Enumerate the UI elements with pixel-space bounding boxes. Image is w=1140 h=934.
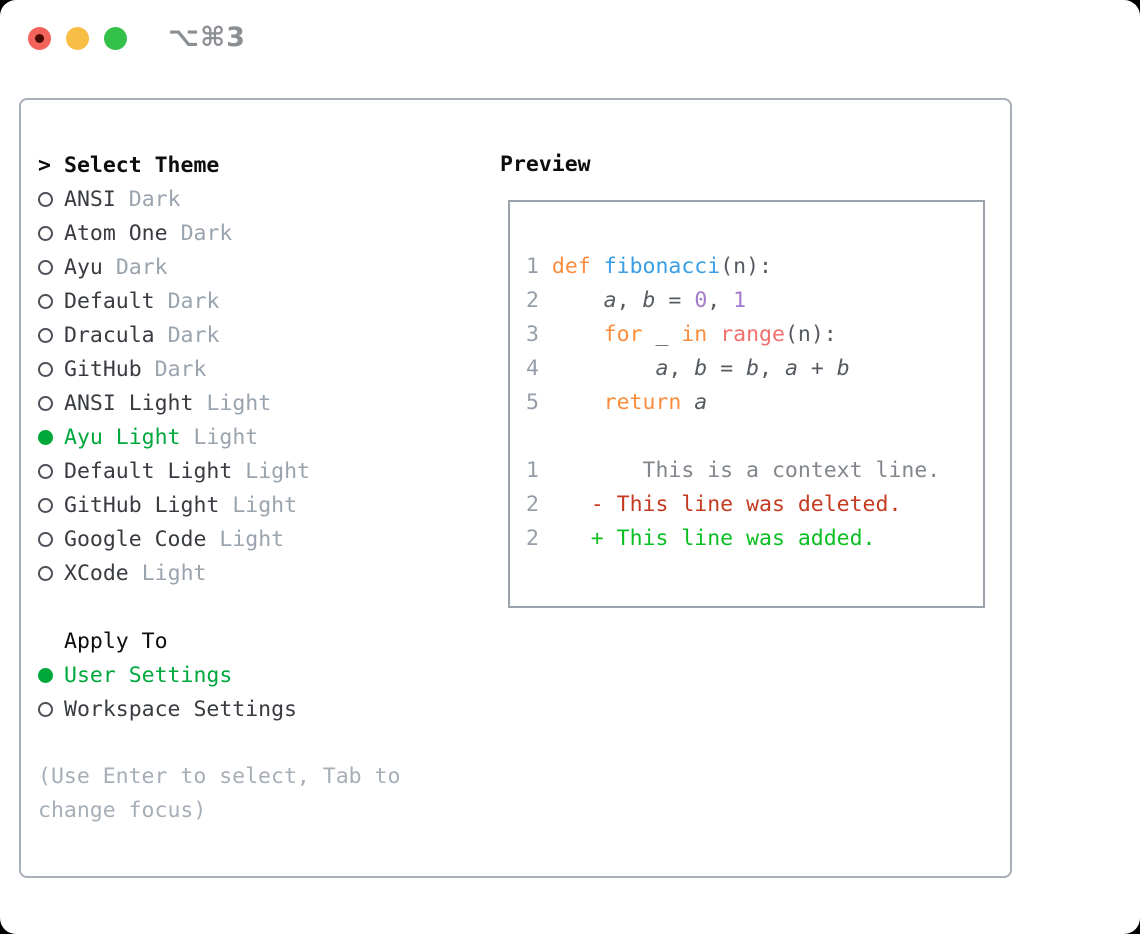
code-line: 2 + This line was added.: [526, 526, 876, 551]
apply-to-option[interactable]: User Settings: [38, 658, 400, 692]
radio-cell: [38, 497, 64, 513]
code-line: 2 - This line was deleted.: [526, 492, 902, 517]
theme-option[interactable]: Dracula Dark: [38, 318, 400, 352]
radio-unselected-icon: [38, 565, 53, 581]
theme-option[interactable]: XCode Light: [38, 556, 400, 590]
radio-unselected-icon: [38, 327, 53, 343]
theme-list-title: Select Theme: [64, 152, 220, 178]
recording-dot-icon: [35, 34, 44, 43]
option-variant-label: Dark: [167, 322, 220, 348]
radio-unselected-icon: [38, 191, 53, 207]
code-line: 2 a, b = 0, 1: [526, 288, 747, 313]
radio-unselected-icon: [38, 463, 53, 479]
radio-cell: [38, 327, 64, 343]
option-label: Workspace Settings: [64, 696, 297, 722]
radio-selected-icon: [38, 667, 53, 683]
code-line: [526, 420, 983, 454]
option-variant-label: Light: [232, 492, 298, 518]
preview-code-box: 1 def fibonacci(n): 2 a, b = 0, 1 3 for _ …: [508, 200, 985, 608]
radio-unselected-icon: [38, 293, 53, 309]
option-label: GitHub: [64, 356, 142, 382]
radio-cell: [38, 225, 64, 241]
option-label: Dracula: [64, 322, 155, 348]
radio-unselected-icon: [38, 259, 53, 275]
option-variant-label: Dark: [180, 220, 233, 246]
theme-option[interactable]: GitHub Light Light: [38, 488, 400, 522]
radio-unselected-icon: [38, 531, 53, 547]
theme-option[interactable]: GitHub Dark: [38, 352, 400, 386]
option-label: Google Code: [64, 526, 207, 552]
radio-cell: [38, 667, 64, 683]
apply-to-option[interactable]: Workspace Settings: [38, 692, 400, 726]
theme-option[interactable]: Ayu Dark: [38, 250, 400, 284]
option-variant-label: Light: [141, 560, 207, 586]
option-label: User Settings: [64, 662, 233, 688]
hint-text-line2: change focus): [38, 798, 207, 823]
radio-unselected-icon: [38, 225, 53, 241]
theme-option[interactable]: Default Light Light: [38, 454, 400, 488]
option-variant-label: Light: [206, 390, 272, 416]
code-line: 1 def fibonacci(n):: [526, 254, 772, 279]
spacer: [38, 590, 400, 624]
option-label: Atom One: [64, 220, 168, 246]
window-shortcut-label: ⌥⌘3: [168, 22, 246, 53]
option-variant-label: Light: [245, 458, 311, 484]
code-line: 5 return a: [526, 390, 708, 415]
hint-text-line1: (Use Enter to select, Tab to: [38, 764, 401, 789]
apply-to-title: Apply To: [64, 628, 168, 654]
code-line: 1 This is a context line.: [526, 458, 941, 483]
theme-list-header: > Select Theme: [38, 148, 400, 182]
option-variant-label: Dark: [167, 288, 220, 314]
option-label: Default: [64, 288, 155, 314]
radio-cell: [38, 191, 64, 207]
radio-unselected-icon: [38, 701, 53, 717]
spacer: [38, 726, 400, 760]
radio-cell: [38, 531, 64, 547]
radio-unselected-icon: [38, 361, 53, 377]
option-variant-label: Dark: [154, 356, 207, 382]
option-label: ANSI: [64, 186, 116, 212]
radio-cell: [38, 701, 64, 717]
option-variant-label: Dark: [115, 254, 168, 280]
option-variant-label: Dark: [128, 186, 181, 212]
option-label: Default Light: [64, 458, 233, 484]
preview-title: Preview: [500, 152, 591, 177]
code-line: 3 for _ in range(n):: [526, 322, 837, 347]
radio-cell: [38, 361, 64, 377]
option-label: GitHub Light: [64, 492, 220, 518]
zoom-button[interactable]: [104, 27, 127, 50]
theme-option[interactable]: Ayu Light Light: [38, 420, 400, 454]
radio-unselected-icon: [38, 497, 53, 513]
theme-option[interactable]: ANSI Light Light: [38, 386, 400, 420]
radio-cell: [38, 259, 64, 275]
radio-cell: [38, 395, 64, 411]
close-button[interactable]: [28, 27, 51, 50]
theme-option[interactable]: Default Dark: [38, 284, 400, 318]
radio-selected-icon: [38, 429, 53, 445]
radio-cell: [38, 293, 64, 309]
radio-cell: [38, 565, 64, 581]
preview-column: Preview 1 def fibonacci(n): 2 a, b = 0, 1…: [500, 148, 985, 608]
option-variant-label: Light: [193, 424, 259, 450]
option-label: ANSI Light: [64, 390, 194, 416]
theme-option[interactable]: ANSI Dark: [38, 182, 400, 216]
option-label: Ayu: [64, 254, 103, 280]
window-titlebar: ⌥⌘3: [0, 0, 1140, 76]
minimize-button[interactable]: [66, 27, 89, 50]
option-label: Ayu Light: [64, 424, 181, 450]
theme-option[interactable]: Google Code Light: [38, 522, 400, 556]
code-line: 4 a, b = b, a + b: [526, 356, 850, 381]
option-label: XCode: [64, 560, 129, 586]
option-variant-label: Light: [219, 526, 285, 552]
radio-cell: [38, 463, 64, 479]
prompt-caret-icon: >: [38, 152, 51, 178]
radio-unselected-icon: [38, 395, 53, 411]
radio-cell: [38, 429, 64, 445]
theme-option[interactable]: Atom One Dark: [38, 216, 400, 250]
